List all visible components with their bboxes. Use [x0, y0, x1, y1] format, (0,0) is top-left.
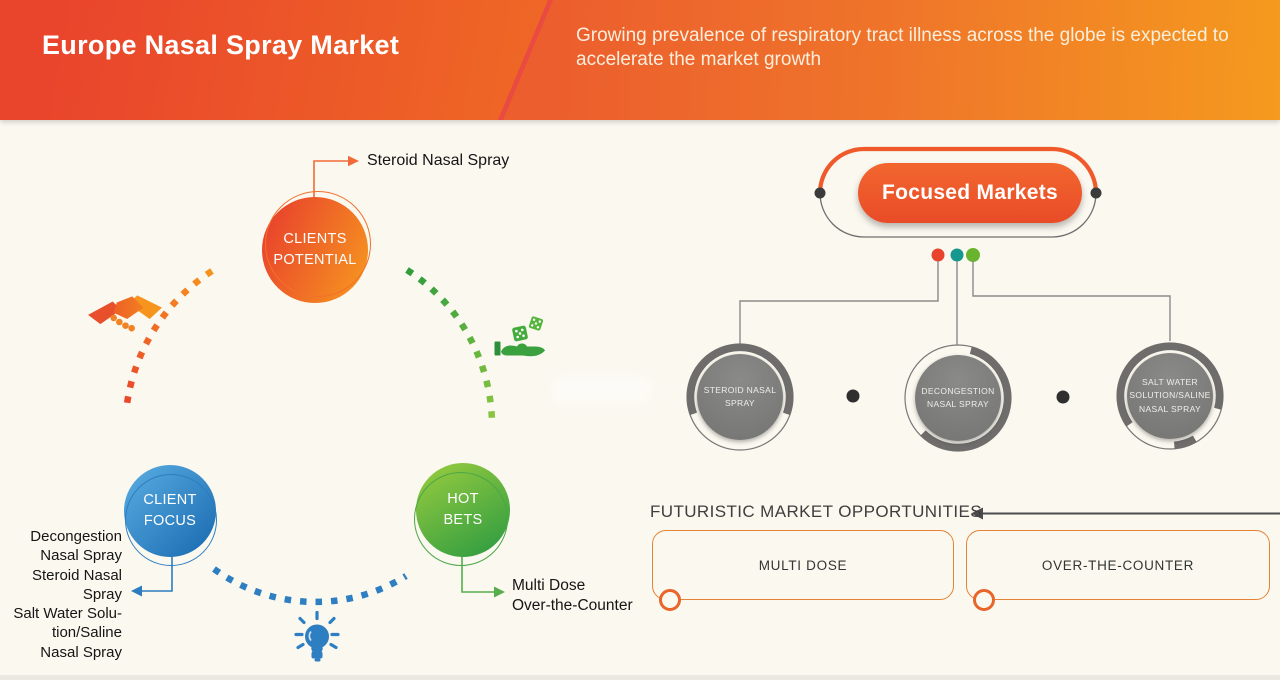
node-hot-bets-label: HOT BETS [443, 490, 483, 528]
dotted-arc-orange [123, 268, 214, 405]
callout-client-focus-list: Decongestion Nasal Spray Steroid Nasal S… [13, 528, 122, 661]
page-title: Europe Nasal Spray Market [42, 30, 400, 60]
node-client-focus-label: CLIENT FOCUS [143, 491, 197, 529]
market-circle-steroid-label: STEROID NASAL SPRAY [703, 384, 777, 408]
faint-watermark [552, 376, 652, 404]
futuristic-arrow [971, 507, 1280, 520]
hot-bets-callout-arrow [461, 556, 505, 598]
opportunity-otc-label: OVER-THE-COUNTER [1041, 557, 1195, 573]
dice-hand-icon [494, 316, 545, 357]
connector-dot-red [931, 248, 945, 262]
stadium-end-dot-right [1090, 187, 1102, 199]
node-hot-bets: HOT BETS [416, 463, 510, 557]
footer-strip [0, 675, 1280, 680]
separator-dot-1 [846, 389, 860, 403]
node-clients-potential: CLIENTS POTENTIAL [262, 197, 368, 303]
dotted-arc-green [405, 267, 496, 425]
connector-dot-green [966, 248, 980, 262]
opportunity-multi-dose-label: MULTI DOSE [758, 557, 848, 573]
market-rings [686, 342, 1224, 452]
dotted-arc-blue [212, 566, 408, 606]
banner: Europe Nasal Spray Market Growing preval… [0, 0, 1280, 120]
market-circle-decongestion: DECONGESTION NASAL SPRAY [915, 355, 1001, 441]
lightbulb-icon [294, 610, 340, 662]
market-circle-steroid: STEROID NASAL SPRAY [697, 354, 783, 440]
market-circle-decongestion-label: DECONGESTION NASAL SPRAY [921, 385, 995, 409]
banner-left-panel [0, 0, 548, 120]
focused-markets-stadium [814, 146, 1102, 238]
handshake-icon [88, 295, 162, 332]
stadium-end-dot-left [814, 187, 826, 199]
callout-hot-bets-list: Multi Dose Over-the-Counter [512, 577, 633, 614]
connector-dot-teal [950, 248, 964, 262]
opportunity-box-multi-dose: MULTI DOSE [652, 530, 954, 611]
node-clients-potential-label: CLIENTS POTENTIAL [273, 230, 357, 268]
futuristic-heading: FUTURISTIC MARKET OPPORTUNITIES [650, 502, 982, 521]
focused-markets-title: Focused Markets [881, 181, 1059, 204]
box-corner-marker [659, 589, 681, 611]
node-client-focus: CLIENT FOCUS [124, 465, 216, 557]
callout-steroid-nasal-spray: Steroid Nasal Spray [367, 152, 510, 169]
focused-markets-pill: Focused Markets [858, 163, 1082, 223]
page-subtitle: Growing prevalence of respiratory tract … [576, 25, 1229, 70]
opportunity-box-otc: OVER-THE-COUNTER [966, 530, 1270, 611]
separator-dot-2 [1056, 390, 1070, 404]
client-focus-callout-arrow [131, 556, 173, 597]
market-circle-salt-water-label: SALT WATER SOLUTION/SALINE NASAL SPRAY [1129, 377, 1211, 414]
market-circle-salt-water: SALT WATER SOLUTION/SALINE NASAL SPRAY [1127, 353, 1213, 439]
steroid-callout-arrow [313, 155, 359, 198]
box-corner-marker [973, 589, 995, 611]
tree-connectors [739, 261, 1171, 345]
